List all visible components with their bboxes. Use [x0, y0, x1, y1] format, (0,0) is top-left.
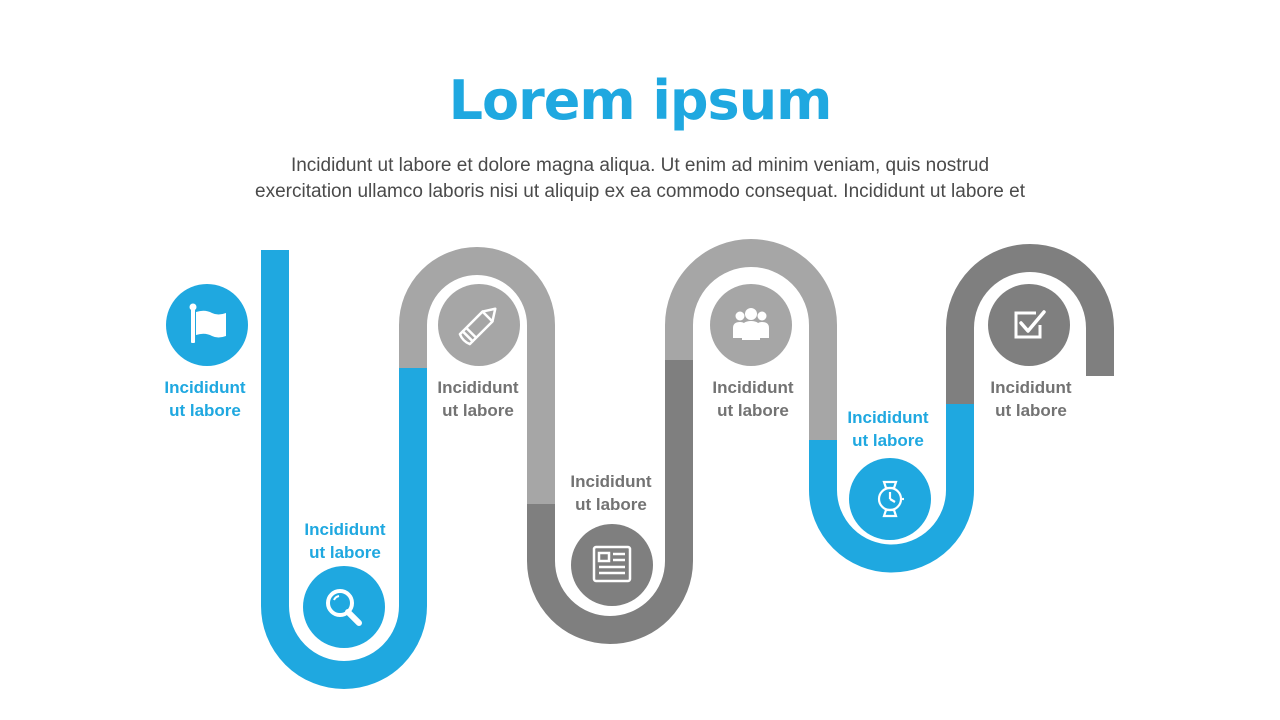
road-segment-5: [809, 404, 974, 573]
road-segment-3: [527, 360, 693, 644]
step-2-label-line-1: Incididunt: [304, 520, 386, 539]
step-7-label-line-2: ut labore: [995, 401, 1067, 420]
step-6-marker: [849, 458, 931, 540]
step-5-marker: [710, 284, 792, 366]
subtitle-line-1: Incididunt ut labore et dolore magna ali…: [290, 155, 990, 176]
step-6-label-line-1: Incididunt: [847, 408, 929, 427]
step-2-label: Incididunt ut labore: [280, 518, 410, 564]
step-1-label-line-1: Incididunt: [164, 378, 246, 397]
step-5-label: Incididunt ut labore: [688, 376, 818, 422]
step-4-label-line-2: ut labore: [575, 495, 647, 514]
step-5-label-line-1: Incididunt: [712, 378, 794, 397]
subtitle: Incididunt ut labore et dolore magna ali…: [150, 153, 1130, 205]
pencil-icon: [458, 307, 497, 346]
road-segment-1: [261, 250, 427, 689]
checkbox-icon: [1014, 310, 1046, 339]
step-7-marker: [988, 284, 1070, 366]
step-4-marker: [571, 524, 653, 606]
step-4-label-line-1: Incididunt: [570, 472, 652, 491]
step-1-marker: [166, 284, 248, 366]
step-1-label: Incididunt ut labore: [140, 376, 270, 422]
step-2-marker: [303, 566, 385, 648]
road-segment-4: [665, 239, 837, 440]
step-3-label-line-2: ut labore: [442, 401, 514, 420]
watch-icon: [877, 480, 904, 518]
magnifier-icon: [326, 589, 362, 626]
step-3-label-line-1: Incididunt: [437, 378, 519, 397]
road-segment-6: [946, 244, 1114, 404]
step-6-label-line-2: ut labore: [852, 431, 924, 450]
step-4-label: Incididunt ut labore: [546, 470, 676, 516]
step-7-label: Incididunt ut labore: [966, 376, 1096, 422]
step-2-label-line-2: ut labore: [309, 543, 381, 562]
team-icon: [733, 308, 769, 340]
step-3-label: Incididunt ut labore: [413, 376, 543, 422]
subtitle-line-2: exercitation ullamco laboris nisi ut ali…: [255, 181, 1025, 202]
newspaper-icon: [592, 545, 632, 583]
page-title: Lorem ipsum: [448, 69, 833, 132]
step-7-label-line-1: Incididunt: [990, 378, 1072, 397]
step-5-label-line-2: ut labore: [717, 401, 789, 420]
step-1-label-line-2: ut labore: [169, 401, 241, 420]
flag-icon: [189, 303, 226, 343]
step-6-label: Incididunt ut labore: [823, 406, 953, 452]
road-segment-2: [399, 247, 555, 504]
step-3-marker: [438, 284, 520, 366]
